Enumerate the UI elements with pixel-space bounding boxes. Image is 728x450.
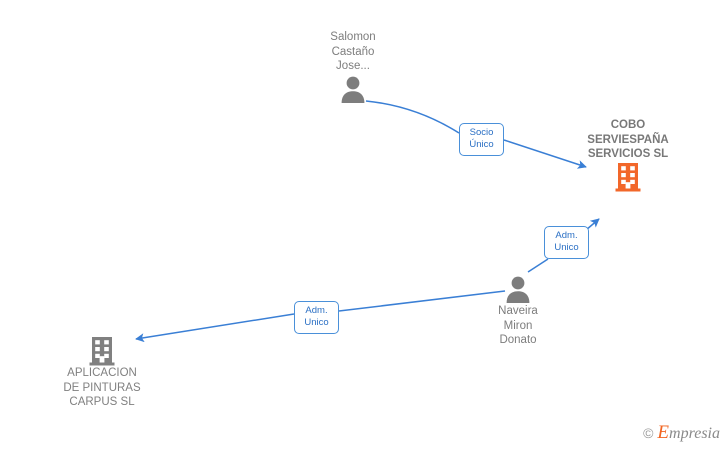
edge-badge-socio-unico[interactable]: Socio Único [459, 123, 504, 156]
building-icon [42, 336, 162, 366]
brand-rest: mpresia [669, 425, 720, 442]
building-icon [568, 162, 688, 192]
node-label-salomon: Salomon Castaño Jose... [330, 31, 376, 72]
edge-badge-adm-unico-lower[interactable]: Adm. Unico [294, 301, 339, 334]
empresia-watermark: © Empresia [643, 422, 720, 444]
node-label-naveira: Naveira Miron Donato [498, 305, 538, 346]
person-icon [458, 274, 578, 304]
edge-badge-lower-to-aplicacion [135, 313, 295, 343]
edge-naveira-to-badge-upper [527, 258, 549, 273]
node-company-aplicacion[interactable]: APLICACION DE PINTURAS CARPUS SL [42, 336, 162, 410]
edge-badge-adm-unico-upper[interactable]: Adm. Unico [544, 226, 589, 259]
copyright-icon: © [643, 425, 654, 441]
node-person-naveira[interactable]: Naveira Miron Donato [458, 274, 578, 348]
person-icon [293, 74, 413, 104]
node-person-salomon[interactable]: Salomon Castaño Jose... [293, 30, 413, 104]
edge-badge-to-cobo [503, 139, 587, 169]
node-label-cobo: COBO SERVIESPAÑA SERVICIOS SL [587, 119, 669, 160]
node-company-cobo[interactable]: COBO SERVIESPAÑA SERVICIOS SL [568, 118, 688, 192]
brand-initial: E [657, 422, 670, 443]
edge-naveira-to-badge-lower [338, 290, 506, 312]
edge-salomon-to-badge [365, 100, 460, 134]
node-label-aplicacion: APLICACION DE PINTURAS CARPUS SL [63, 367, 141, 408]
brand-name: Empresia [657, 422, 720, 444]
